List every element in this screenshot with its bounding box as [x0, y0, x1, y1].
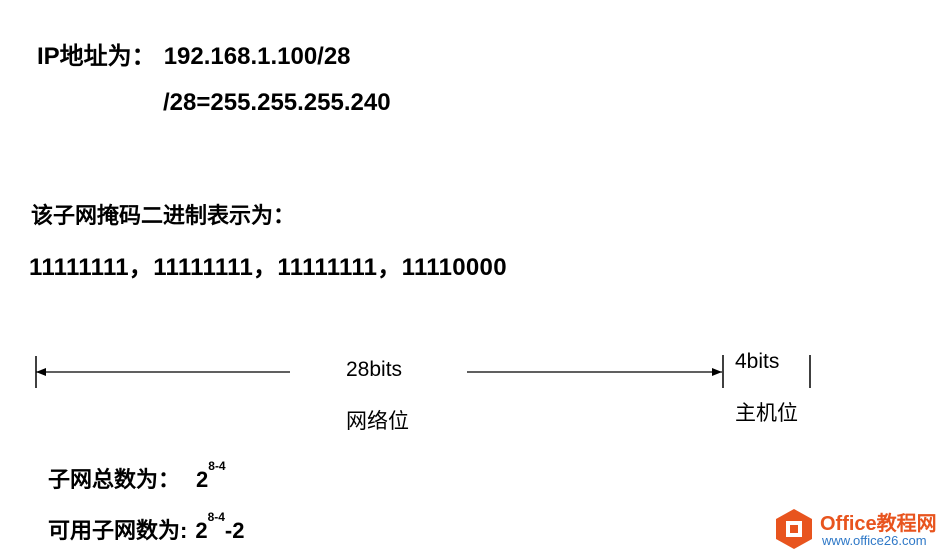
- mask-value: /28=255.255.255.240: [163, 89, 391, 116]
- office-logo-icon: [776, 509, 812, 549]
- office-watermark: Office教程网 www.office26.com: [772, 505, 942, 553]
- right-arrowhead: [712, 368, 722, 376]
- binary-value: 11111111，11111111，11111111，11110000: [29, 254, 507, 281]
- ip-value: 192.168.1.100/28: [163, 43, 351, 70]
- usable-subnets-exponent: 8-4: [207, 510, 225, 524]
- host-portion-label: 主机位: [735, 402, 798, 425]
- subnet-total-exponent: 8-4: [208, 459, 226, 473]
- subnet-total-line: 子网总数为： 28-4: [48, 459, 226, 494]
- host-bits-label: 4bits: [735, 350, 780, 373]
- watermark-brand: Office教程网: [820, 513, 937, 535]
- watermark-url: www.office26.com: [822, 533, 927, 548]
- usable-subnets-label: 可用子网数为:: [48, 518, 188, 543]
- subnet-total-label: 子网总数为：: [48, 467, 181, 492]
- ip-line: IP地址为： 192.168.1.100/28: [37, 36, 351, 71]
- usable-subnets-suffix: -2: [224, 518, 245, 543]
- binary-heading: 该子网掩码二进制表示为：: [31, 203, 296, 228]
- network-portion-label: 网络位: [346, 410, 409, 433]
- subnet-total-base: 2: [196, 467, 209, 492]
- network-bits-label: 28bits: [346, 358, 403, 381]
- ip-label: IP地址为：: [37, 43, 156, 70]
- usable-subnets-line: 可用子网数为: 28-4-2: [48, 510, 245, 545]
- usable-subnets-base: 2: [195, 518, 208, 543]
- left-arrowhead: [36, 368, 46, 376]
